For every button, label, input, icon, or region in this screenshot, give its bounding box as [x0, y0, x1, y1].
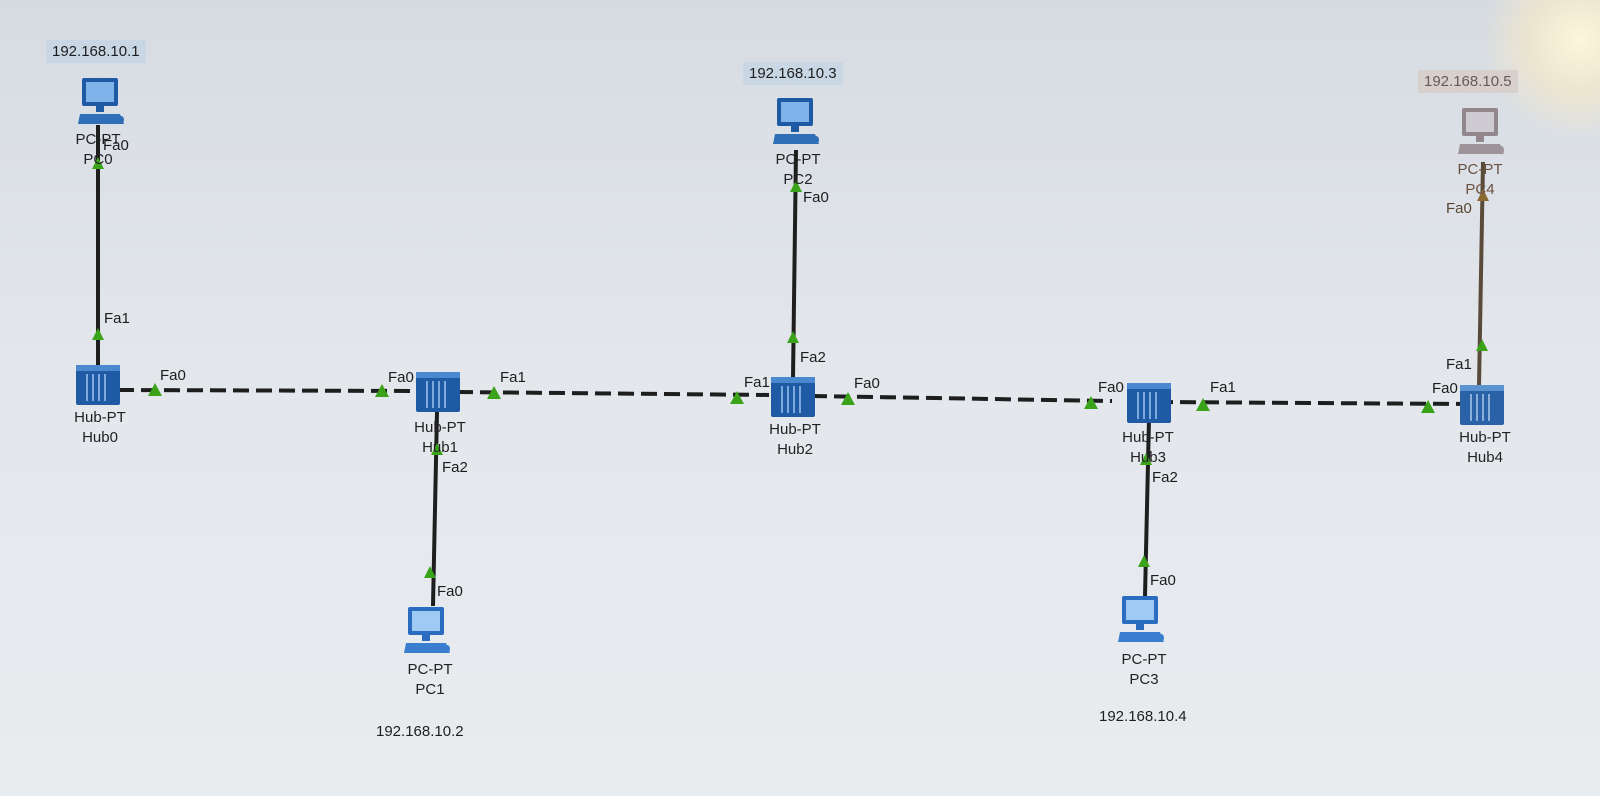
- link-hub2-hub3[interactable]: [810, 394, 1113, 403]
- device-name-hub3: Hub3: [1130, 449, 1166, 466]
- device-label-hub4: Hub-PT Hub4: [1430, 428, 1540, 468]
- ip-label-pc0: 192.168.10.1: [46, 40, 146, 63]
- status-up-icon: [92, 157, 104, 169]
- status-up-icon: [1421, 400, 1435, 413]
- device-model-pc0: PC-PT: [75, 131, 121, 148]
- device-label-hub3: Hub-PT Hub3: [1093, 428, 1203, 468]
- pc-icon: [773, 98, 819, 144]
- device-label-pc4: PC-PT PC4: [1425, 160, 1535, 200]
- device-hub0[interactable]: [76, 365, 120, 405]
- device-model-pc4: PC-PT: [1457, 161, 1503, 178]
- device-label-pc1: PC-PT PC1: [375, 660, 485, 700]
- device-name-pc2: PC2: [783, 171, 813, 188]
- device-label-hub0: Hub-PT Hub0: [45, 408, 155, 448]
- port-label-pc0-fa0: Fa0: [103, 137, 129, 154]
- status-up-icon: [1084, 396, 1098, 409]
- status-up-icon: [790, 180, 802, 192]
- device-model-hub2: Hub-PT: [769, 421, 821, 438]
- port-label-hub1-fa1: Fa1: [500, 369, 526, 386]
- pc-icon: [78, 78, 124, 124]
- status-up-icon: [1476, 339, 1488, 351]
- device-label-hub2: Hub-PT Hub2: [740, 420, 850, 460]
- ip-label-pc3: 192.168.10.4: [1099, 708, 1187, 725]
- status-up-icon: [375, 384, 389, 397]
- port-label-pc2-fa0: Fa0: [803, 189, 829, 206]
- device-label-pc2: PC-PT PC2: [743, 150, 853, 190]
- hub-icon: [1127, 383, 1171, 423]
- status-up-icon: [1196, 398, 1210, 411]
- status-up-icon: [1138, 555, 1150, 567]
- device-model-pc2: PC-PT: [775, 151, 821, 168]
- hub-icon: [1460, 385, 1504, 425]
- status-up-icon: [1140, 453, 1152, 465]
- device-hub3[interactable]: [1127, 383, 1171, 423]
- device-name-hub4: Hub4: [1467, 449, 1503, 466]
- port-label-hub2-fa0: Fa0: [854, 375, 880, 392]
- device-model-pc3: PC-PT: [1121, 651, 1167, 668]
- status-up-icon: [431, 443, 443, 455]
- hub-icon: [771, 377, 815, 417]
- device-name-pc1: PC1: [415, 681, 445, 698]
- ip-label-pc2: 192.168.10.3: [743, 62, 843, 85]
- status-up-icon: [92, 328, 104, 340]
- pc-icon: [1458, 108, 1504, 154]
- port-label-hub1-fa0: Fa0: [388, 369, 414, 386]
- port-label-hub3-fa0: Fa0: [1098, 379, 1124, 396]
- device-name-hub2: Hub2: [777, 441, 813, 458]
- device-name-pc0: PC0: [83, 151, 113, 168]
- pc-icon: [404, 607, 450, 653]
- port-label-hub2-fa1: Fa1: [744, 374, 770, 391]
- device-model-hub4: Hub-PT: [1459, 429, 1511, 446]
- status-up-icon: [424, 566, 436, 578]
- link-hub3-hub4[interactable]: [1156, 400, 1467, 406]
- port-label-hub4-fa0: Fa0: [1432, 380, 1458, 397]
- status-up-icon: [787, 331, 799, 343]
- device-name-pc3: PC3: [1129, 671, 1159, 688]
- link-hub1-hub2[interactable]: [456, 390, 770, 397]
- device-name-hub0: Hub0: [82, 429, 118, 446]
- device-pc2[interactable]: [773, 98, 819, 148]
- device-name-pc4: PC4: [1465, 181, 1495, 198]
- device-model-hub0: Hub-PT: [74, 409, 126, 426]
- port-label-pc4-fa0: Fa0: [1446, 200, 1472, 217]
- status-up-icon: [730, 391, 744, 404]
- port-label-hub2-fa2: Fa2: [800, 349, 826, 366]
- port-label-hub0-fa0: Fa0: [160, 367, 186, 384]
- pc-icon: [1118, 596, 1164, 642]
- hub-icon: [76, 365, 120, 405]
- port-label-hub3-fa2: Fa2: [1152, 469, 1178, 486]
- device-hub2[interactable]: [771, 377, 815, 417]
- port-label-hub1-fa2: Fa2: [442, 459, 468, 476]
- device-model-pc1: PC-PT: [407, 661, 453, 678]
- device-name-hub1: Hub1: [422, 439, 458, 456]
- device-model-hub3: Hub-PT: [1122, 429, 1174, 446]
- ip-label-pc1: 192.168.10.2: [376, 723, 464, 740]
- port-label-hub4-fa1: Fa1: [1446, 356, 1472, 373]
- port-label-hub0-fa1: Fa1: [104, 310, 130, 327]
- device-hub1[interactable]: [416, 372, 460, 412]
- device-hub4[interactable]: [1460, 385, 1504, 425]
- device-pc4[interactable]: [1458, 108, 1504, 158]
- device-pc0[interactable]: [78, 78, 124, 128]
- port-label-pc1-fa0: Fa0: [437, 583, 463, 600]
- port-label-pc3-fa0: Fa0: [1150, 572, 1176, 589]
- hub-icon: [416, 372, 460, 412]
- device-pc1[interactable]: [404, 607, 450, 657]
- status-up-icon: [487, 386, 501, 399]
- status-up-icon: [1477, 189, 1489, 201]
- device-label-pc0: PC-PT PC0: [43, 130, 153, 170]
- status-up-icon: [841, 392, 855, 405]
- device-pc3[interactable]: [1118, 596, 1164, 646]
- device-label-pc3: PC-PT PC3: [1089, 650, 1199, 690]
- device-model-hub1: Hub-PT: [414, 419, 466, 436]
- link-hub0-hub1[interactable]: [117, 388, 415, 393]
- device-label-hub1: Hub-PT Hub1: [385, 418, 495, 458]
- port-label-hub3-fa1: Fa1: [1210, 379, 1236, 396]
- link-status-indicators: [92, 157, 1489, 578]
- ip-label-pc4: 192.168.10.5: [1418, 70, 1518, 93]
- status-up-icon: [148, 383, 162, 396]
